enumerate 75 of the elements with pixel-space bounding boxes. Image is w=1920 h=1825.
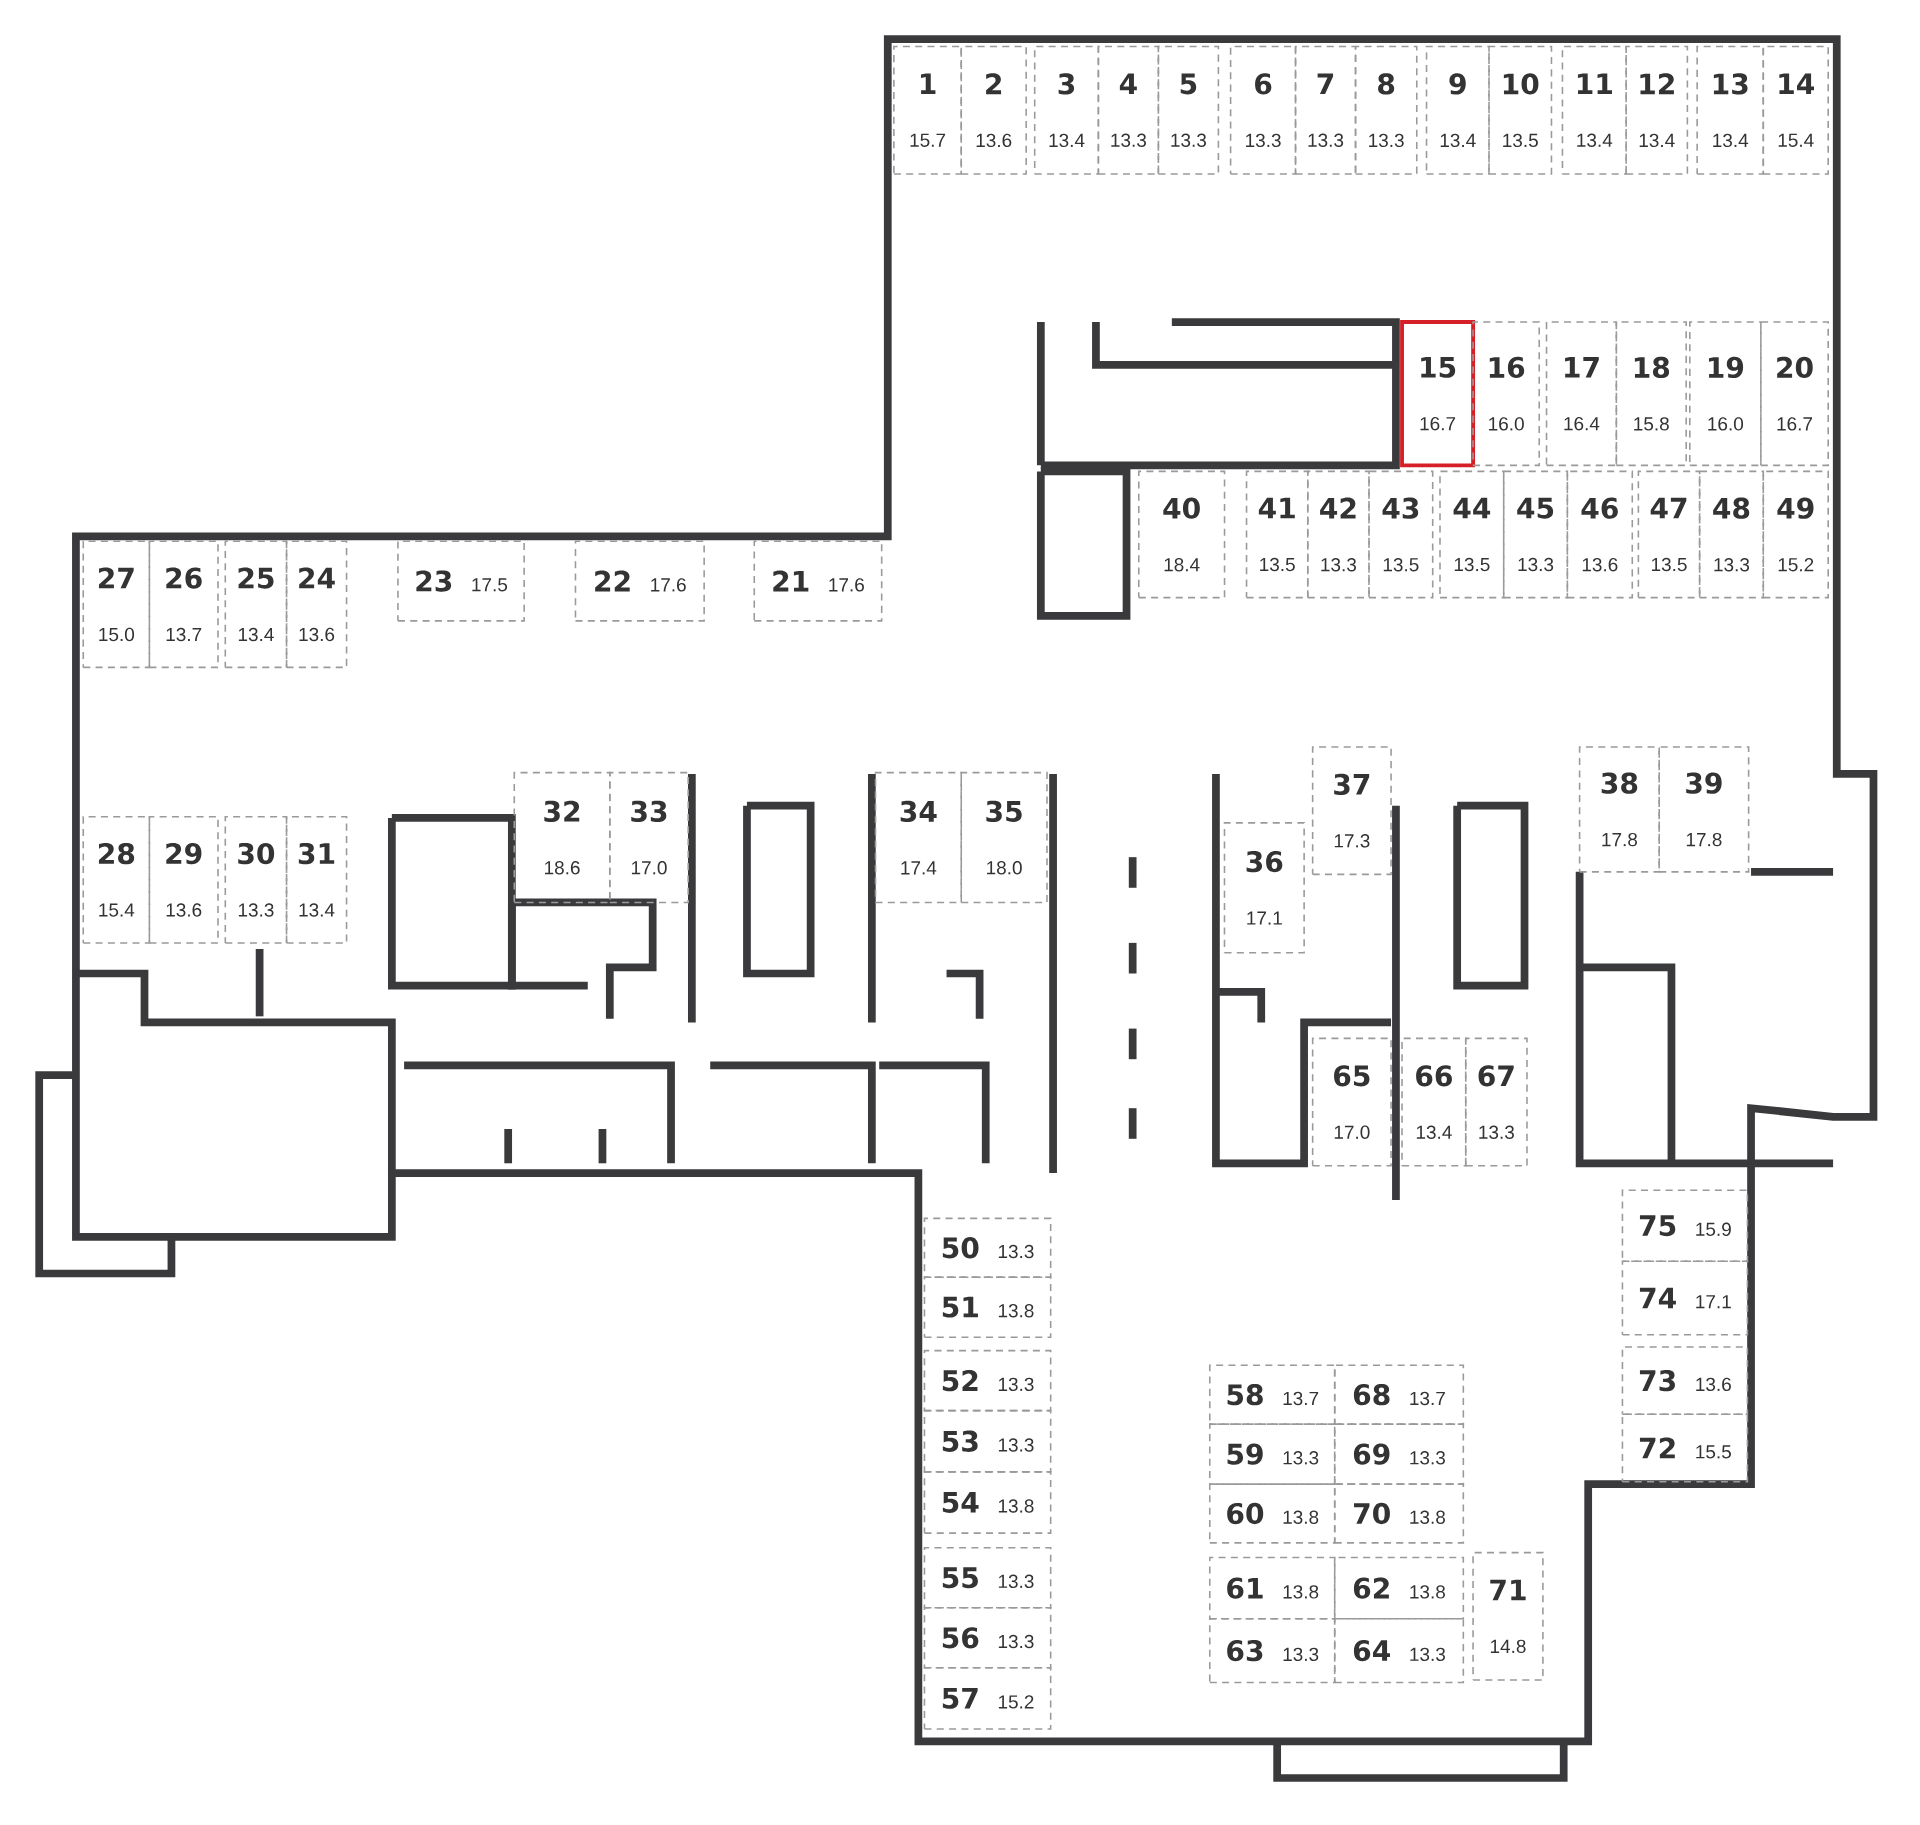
parking-space: 64 13.3	[1333, 1618, 1465, 1684]
parking-space: 58 13.7	[1209, 1364, 1336, 1426]
parking-space: 5 13.3	[1157, 45, 1220, 175]
parking-space: 46 13.6	[1566, 470, 1634, 599]
parking-space: 16 16.0	[1472, 321, 1540, 467]
parking-space: 71 14.8	[1472, 1552, 1544, 1682]
parking-space: 14 15.4	[1762, 45, 1829, 175]
parking-space: 27 15.0	[82, 540, 151, 669]
parking-space: 52 13.3	[923, 1350, 1052, 1412]
parking-space: 42 13.3	[1306, 470, 1370, 599]
parking-space: 69 13.3	[1333, 1423, 1465, 1486]
parking-space: 28 15.4	[82, 816, 151, 944]
parking-space: 23 17.5	[397, 540, 525, 622]
parking-space: 47 13.5	[1637, 470, 1701, 599]
parking-space: 40 18.4	[1138, 470, 1226, 599]
parking-space: 62 13.8	[1333, 1557, 1465, 1620]
parking-space: 60 13.8	[1209, 1483, 1336, 1544]
parking-space: 8 13.3	[1354, 45, 1418, 175]
parking-space: 38 17.8	[1578, 746, 1660, 873]
parking-space: 33 17.0	[609, 772, 689, 904]
parking-space: 74 17.1	[1621, 1260, 1749, 1336]
parking-space: 4 13.3	[1097, 45, 1160, 175]
parking-space: 41 13.5	[1245, 470, 1309, 599]
parking-space: 7 13.3	[1294, 45, 1357, 175]
parking-space: 19 16.0	[1689, 321, 1762, 467]
parking-space: 17 16.4	[1545, 321, 1618, 467]
parking-space: 50 13.3	[923, 1217, 1052, 1279]
parking-space: 54 13.8	[923, 1471, 1052, 1535]
parking-space: 63 13.3	[1209, 1618, 1336, 1684]
parking-space: 39 17.8	[1658, 746, 1750, 873]
parking-space: 29 13.6	[148, 816, 219, 944]
parking-space: 2 13.6	[960, 45, 1027, 175]
parking-space: 36 17.1	[1223, 822, 1305, 954]
parking-space: 51 13.8	[923, 1276, 1052, 1339]
parking-space: 32 18.6	[513, 772, 611, 904]
parking-space: 44 13.5	[1439, 470, 1505, 599]
parking-space: 30 13.3	[224, 816, 288, 944]
parking-space: 31 13.4	[285, 816, 348, 944]
parking-space: 37 17.3	[1311, 746, 1392, 876]
parking-space: 48 13.3	[1698, 470, 1765, 599]
parking-space: 11 13.4	[1561, 45, 1627, 175]
parking-space: 68 13.7	[1333, 1364, 1465, 1426]
parking-space: 65 17.0	[1311, 1037, 1392, 1167]
parking-space: 25 13.4	[224, 540, 288, 669]
parking-space: 24 13.6	[285, 540, 348, 669]
parking-space: 6 13.3	[1229, 45, 1297, 175]
parking-space: 53 13.3	[923, 1410, 1052, 1473]
parking-space: 72 15.5	[1621, 1413, 1749, 1483]
parking-space: 15 16.7	[1400, 320, 1476, 468]
parking-space: 73 13.6	[1621, 1346, 1749, 1416]
parking-space: 1 15.7	[893, 45, 963, 175]
parking-space: 67 13.3	[1464, 1037, 1528, 1167]
parking-space: 34 17.4	[874, 772, 963, 904]
parking-space: 35 18.0	[960, 772, 1048, 904]
parking-space: 9 13.4	[1425, 45, 1490, 175]
parking-space: 57 15.2	[923, 1667, 1052, 1731]
parking-space: 13 13.4	[1696, 45, 1765, 175]
parking-space: 18 15.8	[1615, 321, 1687, 467]
parking-space: 12 13.4	[1625, 45, 1689, 175]
parking-space: 10 13.5	[1488, 45, 1553, 175]
parking-space: 56 13.3	[923, 1607, 1052, 1669]
parking-space: 75 15.9	[1621, 1189, 1749, 1263]
parking-space: 20 16.7	[1760, 321, 1829, 467]
parking-space: 55 13.3	[923, 1547, 1052, 1609]
parking-space: 49 15.2	[1762, 470, 1829, 599]
parking-space: 26 13.7	[148, 540, 219, 669]
parking-space: 61 13.8	[1209, 1557, 1336, 1620]
parking-space: 22 17.6	[574, 540, 705, 622]
parking-space: 70 13.8	[1333, 1483, 1465, 1544]
parking-space: 3 13.4	[1033, 45, 1100, 175]
parking-space: 66 13.4	[1401, 1037, 1467, 1167]
parking-space: 43 13.5	[1368, 470, 1434, 599]
parking-space: 21 17.6	[753, 540, 883, 622]
parking-space: 59 13.3	[1209, 1423, 1336, 1486]
parking-space: 45 13.3	[1502, 470, 1569, 599]
